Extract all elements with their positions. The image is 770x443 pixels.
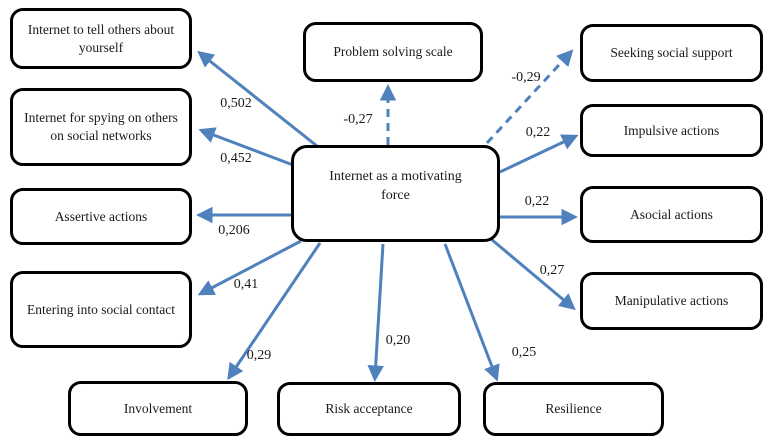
edge-weight-impulsive: 0,22	[525, 125, 551, 140]
arrow-entering	[197, 239, 302, 296]
edge-weight-assertive: 0,206	[218, 223, 250, 238]
arrow-risk-acceptance	[367, 243, 385, 382]
node-entering-social-contact: Entering into social contact	[10, 271, 192, 348]
node-impulsive-actions: Impulsive actions	[580, 104, 763, 157]
arrow-spying	[198, 127, 294, 167]
edge-weight-manipulative: 0,27	[539, 263, 565, 278]
node-assertive-actions: Assertive actions	[10, 188, 192, 245]
node-label: Asocial actions	[630, 206, 713, 222]
node-internet-motivating-force: Internet as a motivating force	[291, 145, 500, 242]
node-label: Problem solving scale	[333, 44, 453, 60]
node-label: Impulsive actions	[623, 122, 720, 138]
node-label: Entering into social contact	[26, 301, 176, 317]
edge-weight-asocial: 0,22	[524, 194, 550, 209]
edge-weight-problem-solving: -0,27	[343, 112, 373, 127]
node-label: Involvement	[123, 400, 193, 416]
node-label: Assertive actions	[54, 208, 148, 224]
arrow-involvement	[227, 242, 322, 381]
node-label: Internet to tell others about yourself	[27, 21, 175, 55]
node-label: Manipulative actions	[614, 293, 729, 309]
arrow-resilience	[443, 243, 500, 382]
edge-weight-resilience: 0,25	[511, 345, 537, 360]
node-internet-to-tell-others: Internet to tell others about yourself	[10, 8, 192, 69]
edge-weight-spying: 0,452	[220, 151, 252, 166]
edge-weight-entering: 0,41	[233, 277, 259, 292]
node-asocial-actions: Asocial actions	[580, 186, 763, 243]
center-node-label: Internet as a motivating force	[329, 168, 462, 203]
node-internet-for-spying: Internet for spying on others on social …	[10, 88, 192, 166]
node-resilience: Resilience	[483, 382, 664, 436]
node-label: Resilience	[545, 401, 602, 417]
node-label: Risk acceptance	[325, 401, 413, 417]
node-seeking-social-support: Seeking social support	[580, 24, 763, 82]
node-risk-acceptance: Risk acceptance	[277, 382, 461, 436]
edge-weight-seeking-support: -0,29	[511, 70, 541, 85]
edge-weight-risk-acceptance: 0,20	[385, 333, 411, 348]
arrow-tell-others	[197, 50, 323, 152]
edge-weight-tell-others: 0,502	[220, 96, 252, 111]
edge-weight-involvement: 0,29	[246, 348, 272, 363]
node-manipulative-actions: Manipulative actions	[580, 272, 763, 330]
node-problem-solving-scale: Problem solving scale	[303, 22, 483, 82]
arrow-seeking-support-dashed	[485, 49, 574, 145]
arrow-impulsive	[499, 134, 579, 174]
node-label: Seeking social support	[610, 45, 733, 61]
arrow-manipulative	[490, 237, 576, 311]
node-label: Internet for spying on others on social …	[24, 110, 178, 143]
node-involvement: Involvement	[68, 381, 248, 436]
